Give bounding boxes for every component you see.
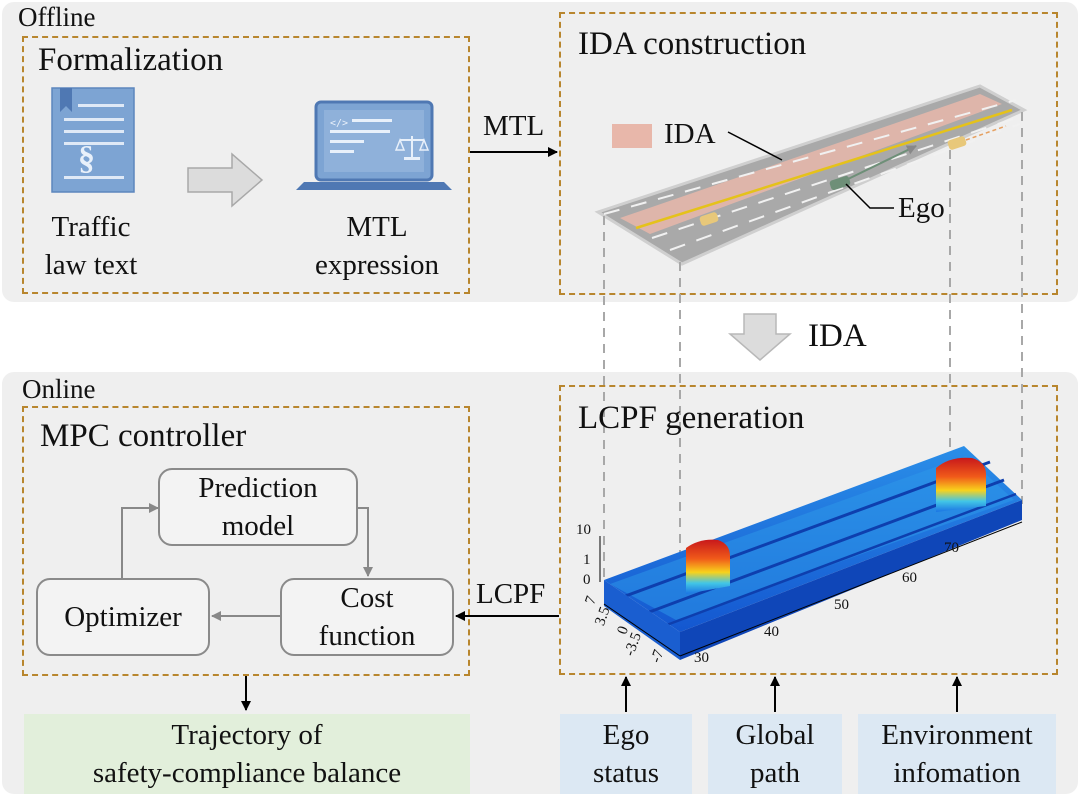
mpc-controller-title: MPC controller: [40, 418, 247, 454]
optimizer-label: Optimizer: [64, 601, 182, 633]
lcpf-surface-plot: [599, 446, 1023, 660]
x-tick-60: 60: [902, 570, 917, 586]
ida-construction-title: IDA construction: [578, 26, 807, 62]
cost-function-line-2: function: [318, 620, 416, 652]
ego-status-line-1: Ego: [602, 719, 650, 751]
cost-function-line-1: Cost: [340, 582, 394, 614]
law-document-icon: [51, 87, 135, 193]
x-tick-50: 50: [834, 597, 849, 613]
z-tick-1: 1: [583, 552, 591, 568]
prediction-model-box: Prediction model: [158, 468, 358, 546]
x-tick-40: 40: [764, 624, 779, 640]
lcpf-generation-box: [559, 385, 1058, 675]
traffic-law-line-1: Traffic: [51, 211, 131, 243]
ida-legend-swatch: [612, 124, 652, 148]
mpc-controller-box: [22, 406, 470, 676]
laptop-icon: </>: [296, 100, 452, 190]
traffic-law-text-label: Traffic law text: [28, 208, 154, 284]
global-path-box: Global path: [708, 714, 842, 794]
z-tick-0: 0: [583, 572, 591, 588]
ego-status-box: Ego status: [560, 714, 692, 794]
formalization-box: [22, 36, 470, 294]
optimizer-box: Optimizer: [36, 578, 210, 656]
prediction-model-line-1: Prediction: [198, 472, 318, 504]
x-tick-70: 70: [944, 540, 959, 556]
ida-arrow-label: IDA: [808, 318, 867, 354]
environment-info-box: Environment infomation: [858, 714, 1056, 794]
traffic-law-line-2: law text: [44, 249, 138, 281]
formalize-block-arrow: [187, 152, 264, 208]
online-label: Online: [22, 374, 96, 404]
svg-text:</>: </>: [330, 118, 348, 129]
mtl-arrow-label: MTL: [483, 110, 545, 142]
ego-label: Ego: [898, 192, 945, 224]
x-tick-30: 30: [694, 650, 709, 666]
offline-label: Offline: [18, 2, 96, 32]
environment-info-line-1: Environment: [881, 719, 1033, 751]
ego-status-line-2: status: [592, 757, 660, 789]
trajectory-line-2: safety-compliance balance: [92, 757, 402, 789]
formalization-title: Formalization: [38, 42, 224, 78]
ida-construction-box: [559, 12, 1058, 295]
environment-info-line-2: infomation: [893, 757, 1021, 789]
ida-down-block-arrow: [727, 313, 793, 361]
trajectory-output-box: Trajectory of safety-compliance balance: [24, 714, 470, 794]
mtl-expression-line-2: expression: [314, 249, 440, 281]
mtl-expression-label: MTL expression: [298, 208, 456, 284]
road-scene: [594, 84, 1028, 266]
prediction-model-line-2: model: [221, 510, 295, 542]
global-path-line-1: Global: [735, 719, 815, 751]
ida-legend-label: IDA: [664, 118, 716, 150]
global-path-line-2: path: [750, 757, 800, 789]
ida-leader-line: [727, 131, 783, 161]
lcpf-arrow-label: LCPF: [476, 578, 546, 610]
ego-leader-line: [845, 183, 894, 209]
section-glyph: §: [78, 140, 95, 177]
z-tick-10: 10: [576, 522, 591, 538]
mpc-arrows: [121, 503, 373, 621]
mtl-expression-line-1: MTL: [346, 211, 408, 243]
lcpf-generation-title: LCPF generation: [578, 400, 805, 436]
trajectory-line-1: Trajectory of: [171, 719, 323, 751]
cost-function-box: Cost function: [280, 578, 454, 656]
